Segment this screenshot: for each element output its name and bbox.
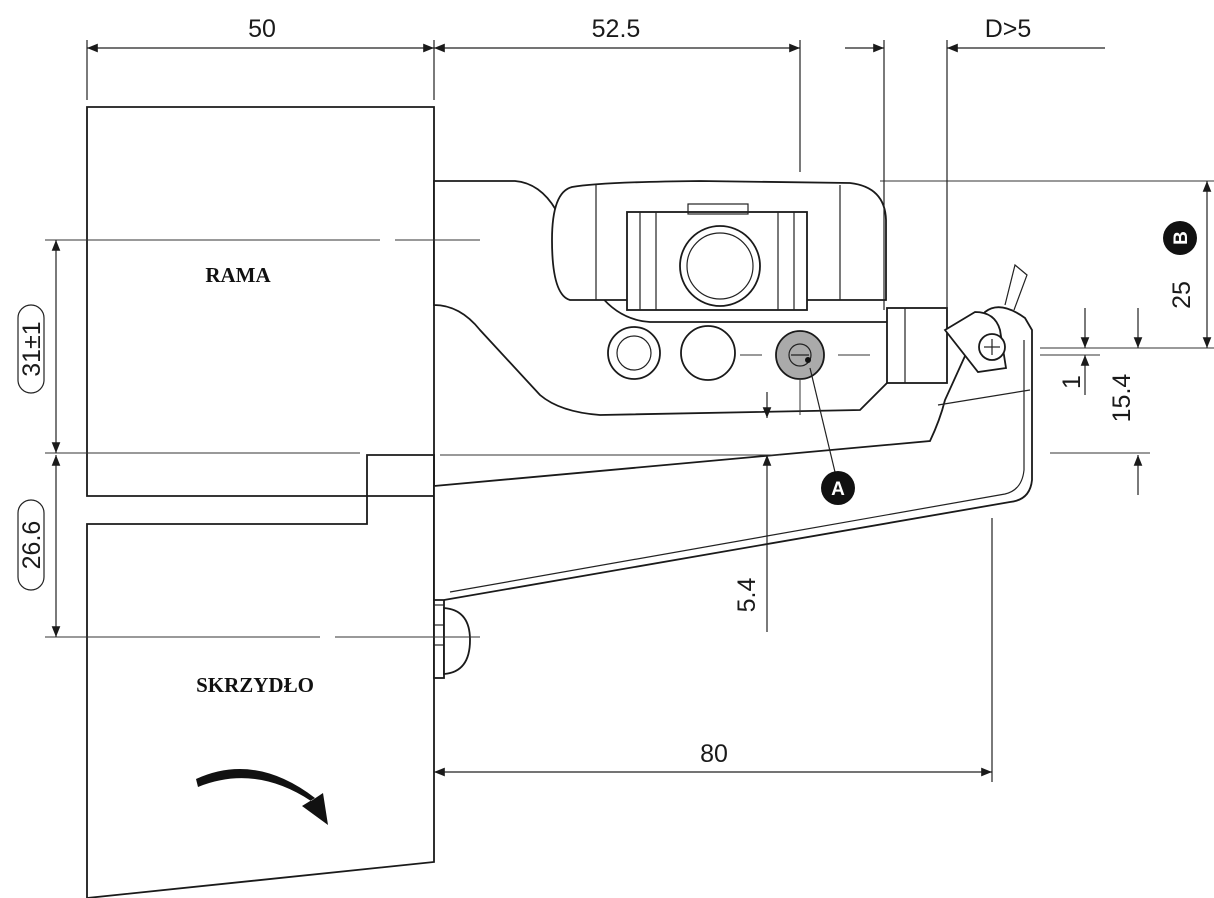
marker-a-label: A [831, 479, 845, 500]
dimension-50: 50 [86, 15, 435, 100]
dimension-1: 1 [1040, 308, 1100, 395]
hinge-holes [607, 325, 870, 415]
sash-outline [86, 454, 435, 898]
marker-a: A [809, 367, 855, 505]
dimension-15-4: 15.4 [1108, 308, 1143, 495]
dimension-80: 80 [434, 518, 993, 782]
opening-direction-arrow-icon [196, 769, 328, 825]
dimension-31: 31±1 [17, 240, 61, 453]
dimension-50-label: 50 [248, 15, 276, 43]
hinge-latch [886, 263, 1028, 384]
dimension-31-label: 31±1 [18, 321, 46, 376]
marker-b-label: B [1171, 231, 1192, 245]
hinge-head [551, 180, 887, 311]
frame-label: RAMA [205, 263, 271, 287]
sash-label: SKRZYDŁO [196, 673, 314, 697]
dimension-15-4-label: 15.4 [1108, 374, 1136, 423]
dimension-gap-label: D>5 [985, 15, 1032, 43]
dimension-25: 25 B [1163, 181, 1212, 348]
dimension-1-label: 1 [1058, 375, 1086, 389]
dimension-26-6-label: 26.6 [18, 521, 46, 570]
dimension-52-5: 52.5 [434, 15, 801, 172]
marker-a-badge [821, 471, 855, 505]
dimension-26-6: 26.6 [17, 455, 61, 637]
dimension-5-4: 5.4 [733, 392, 772, 632]
dimension-25-label: 25 [1168, 281, 1196, 309]
frame-outline [86, 106, 435, 497]
dimension-5-4-label: 5.4 [733, 578, 761, 613]
dimension-80-label: 80 [700, 740, 728, 768]
center-lines [45, 180, 1214, 638]
dimension-52-5-label: 52.5 [592, 15, 641, 43]
marker-b-badge [1163, 221, 1197, 255]
dimension-gap: D>5 [845, 15, 1105, 310]
